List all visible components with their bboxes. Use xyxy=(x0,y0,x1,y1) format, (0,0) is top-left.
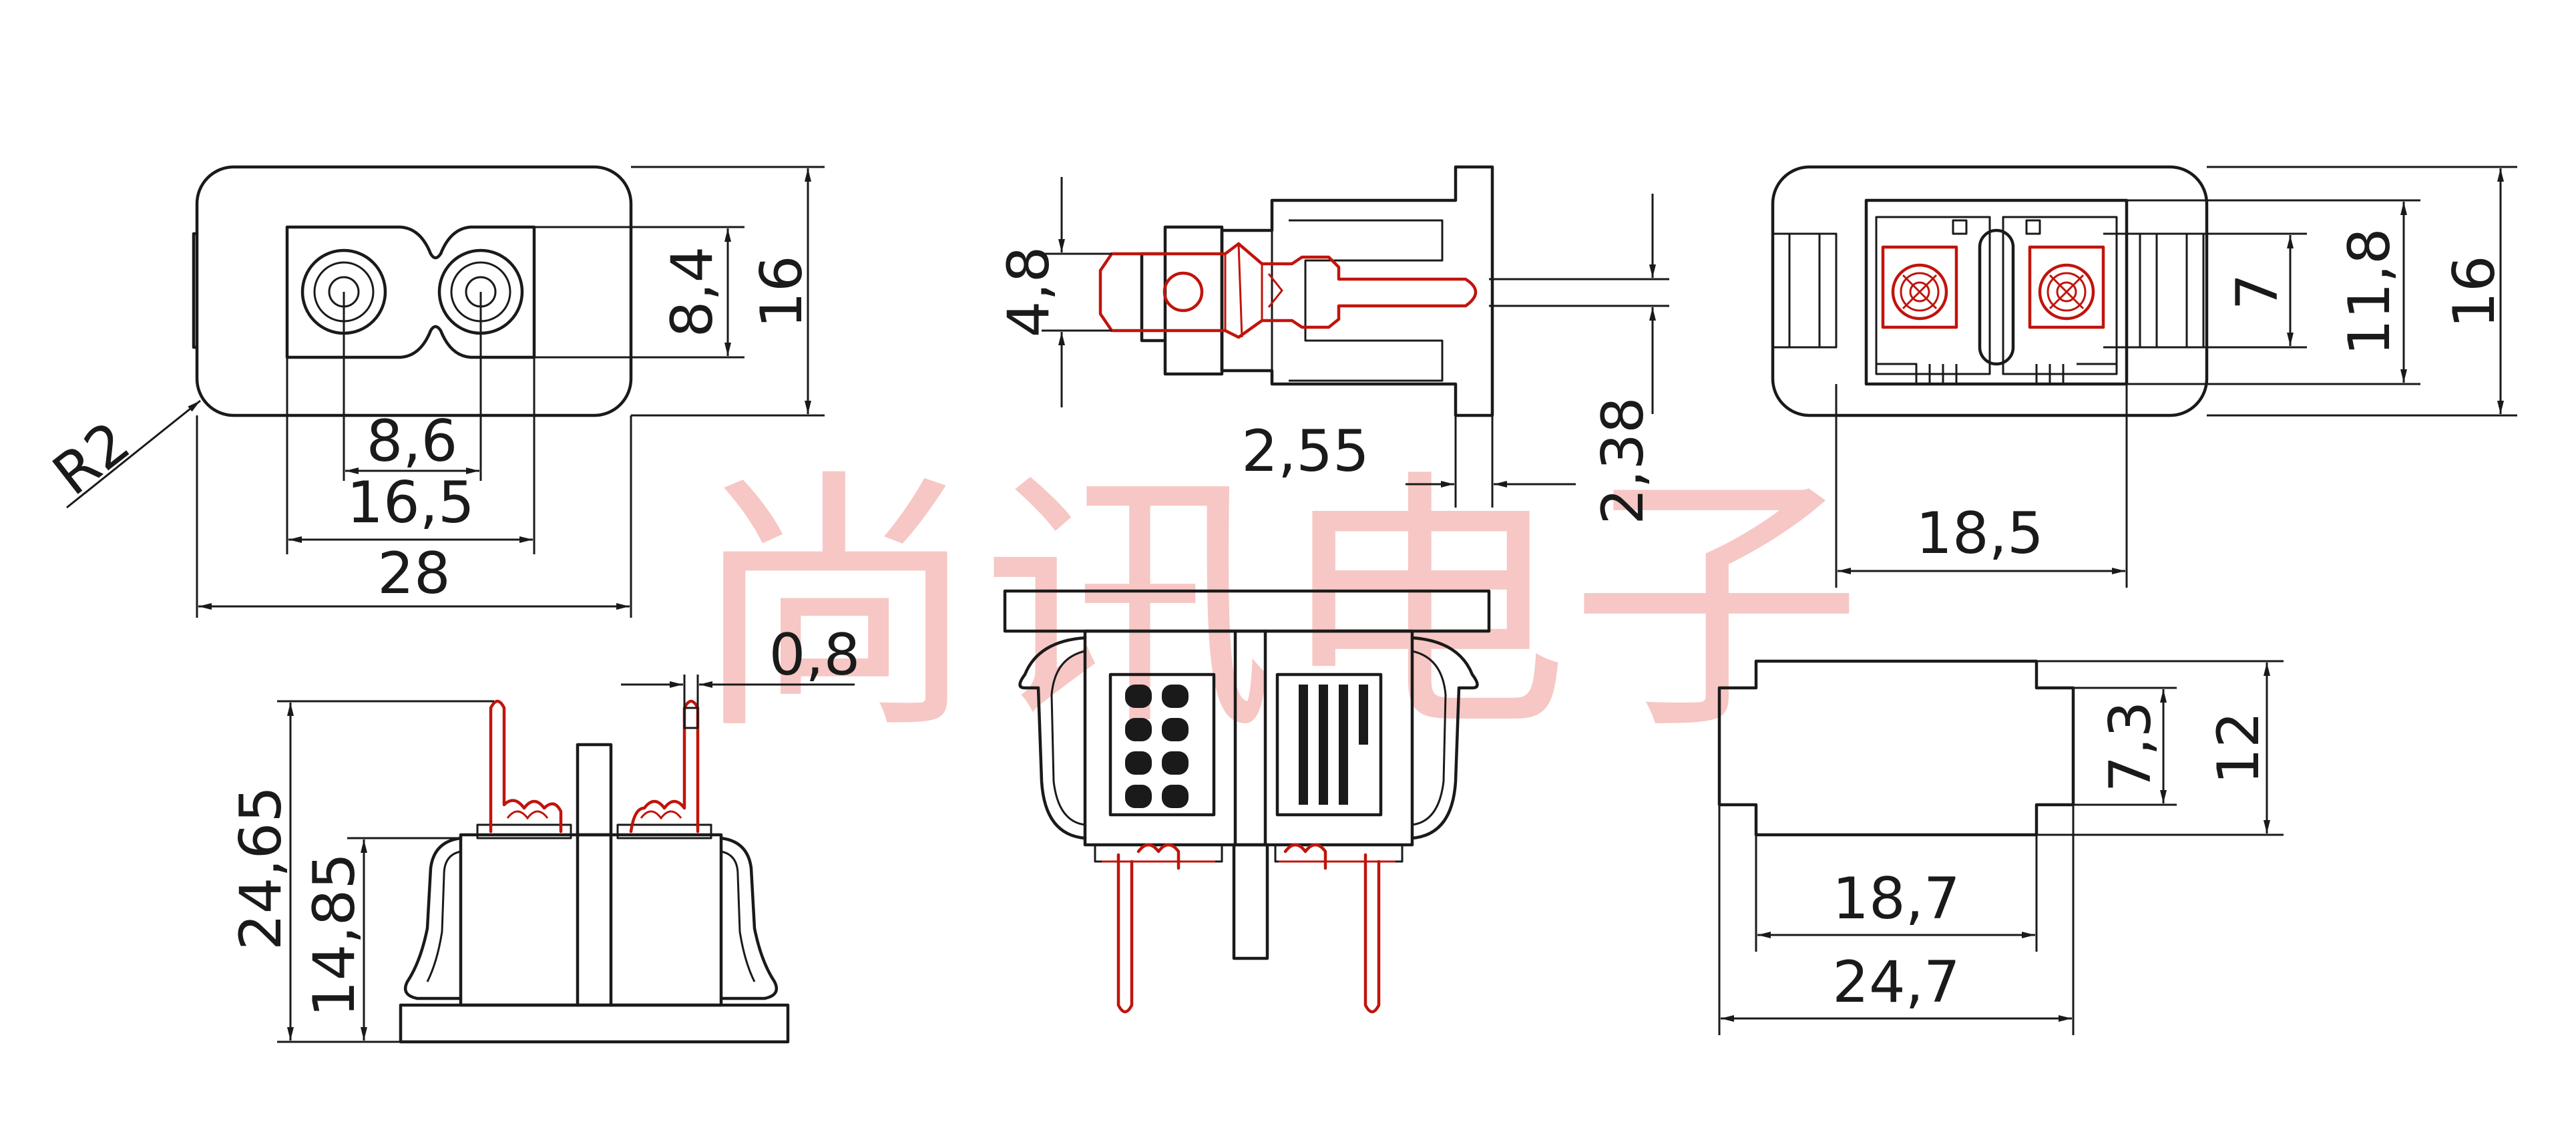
bm-label-right xyxy=(1275,673,1383,817)
dim-front-pin-pitch: 8,6 xyxy=(367,408,458,475)
top-contact-right-frame xyxy=(2028,245,2105,329)
dim-cutout-full-width: 24,7 xyxy=(1832,949,1960,1016)
bl-right-latch xyxy=(719,836,779,1000)
top-housing-inner xyxy=(1875,216,2118,375)
dim-side-flange-thickness: 2,55 xyxy=(1241,418,1369,485)
dim-front-inner-height: 8,4 xyxy=(659,246,726,338)
side-contact-pin xyxy=(1098,242,1478,339)
side-pin-hole xyxy=(1162,271,1204,313)
dim-cutout-narrow-width: 18,7 xyxy=(1832,866,1960,932)
bottom-left-view: 0,8 24,65 14,85 xyxy=(228,622,861,1044)
bl-left-latch xyxy=(403,836,463,1000)
bl-housing xyxy=(459,833,723,1007)
side-housing-inner xyxy=(1271,219,1444,382)
top-contact-right xyxy=(2038,263,2095,321)
side-contact-detail xyxy=(1224,243,1283,338)
dim-front-radius: R2 xyxy=(41,409,142,508)
dim-bl-pin-thickness: 0,8 xyxy=(769,622,861,689)
dim-bl-body-height: 14,85 xyxy=(301,853,368,1017)
bm-label-left-glyphs xyxy=(1125,685,1189,808)
bm-center-post xyxy=(1232,843,1269,960)
side-rear-stub xyxy=(1140,252,1167,343)
top-left-latch xyxy=(1771,232,1838,349)
bm-right-latch xyxy=(1410,636,1479,840)
top-right-latch xyxy=(2139,232,2205,349)
front-left-notch xyxy=(192,232,199,349)
bm-contact-left xyxy=(1116,843,1180,1014)
dim-top-body-width: 18,5 xyxy=(1916,500,2043,567)
bm-label-left xyxy=(1108,673,1216,817)
panel-cutout-view: 7,3 12 18,7 24,7 xyxy=(1717,659,2284,1035)
dim-front-inner-width: 16,5 xyxy=(347,469,474,536)
bl-center-post xyxy=(576,743,613,837)
bl-base-plate xyxy=(399,1003,790,1044)
bl-contact-right xyxy=(629,699,700,833)
dim-side-terminal-offset: 2,38 xyxy=(1590,397,1657,524)
dim-bl-total-height: 24,65 xyxy=(228,786,294,950)
dim-top-mid-height: 11,8 xyxy=(2336,228,2403,355)
bl-contact-left xyxy=(489,699,563,833)
dim-cutout-narrow-height: 7,3 xyxy=(2097,701,2164,793)
top-center-slot xyxy=(1978,228,2015,366)
front-body-outline xyxy=(195,165,633,417)
dim-side-pin-length: 4,8 xyxy=(996,246,1062,338)
front-socket-outline xyxy=(285,225,536,359)
dim-front-outer-height: 16 xyxy=(748,255,815,328)
top-contact-left xyxy=(1891,263,1948,321)
side-view: 4,8 2,38 2,55 xyxy=(996,165,1669,525)
dim-top-outer-height: 16 xyxy=(2441,255,2508,328)
top-housing-outline xyxy=(1864,198,2129,386)
dim-line-radius xyxy=(66,399,201,509)
top-view: 7 11,8 16 18,5 xyxy=(1771,165,2517,588)
bm-label-right-glyphs xyxy=(1299,685,1368,805)
dim-cutout-full-height: 12 xyxy=(2205,711,2272,784)
bm-left-latch xyxy=(1018,636,1087,840)
side-body-block xyxy=(1163,225,1224,376)
bm-contact-right xyxy=(1283,843,1381,1014)
dim-front-outer-width: 28 xyxy=(377,540,450,607)
top-contact-left-frame xyxy=(1881,245,1958,329)
bottom-middle-view xyxy=(1003,589,1491,1014)
dim-top-inner-height: 7 xyxy=(2224,274,2291,311)
watermark-text: 尚讯电子 xyxy=(688,447,1863,766)
